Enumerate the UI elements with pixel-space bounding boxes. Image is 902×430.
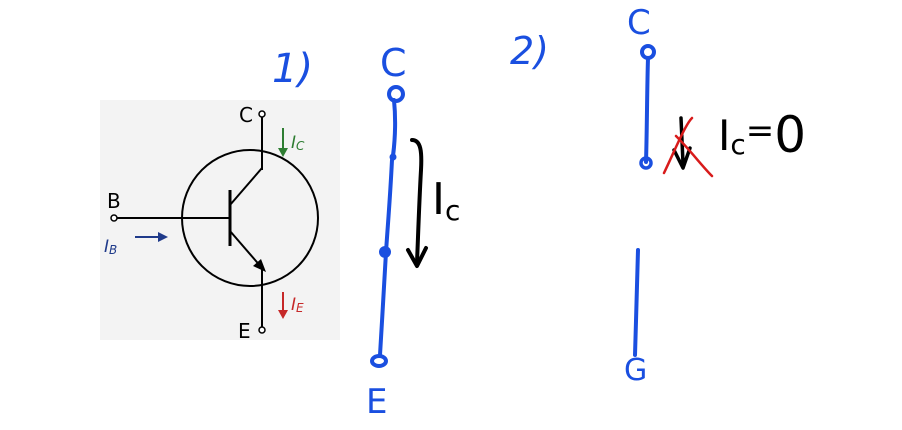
case-1-top-terminal: [387, 85, 405, 103]
ie-label: IE: [291, 295, 304, 315]
symbol-background: [100, 100, 340, 340]
case-2-upper-end-dot: [639, 156, 653, 170]
case-2-upper-conductor: [644, 56, 650, 164]
npn-transistor-symbol: C B E IC IB IE: [100, 100, 340, 343]
case-2-number: 2): [510, 29, 549, 73]
case-2-bottom-label: G: [624, 353, 647, 388]
case-2-lower-conductor: [633, 248, 640, 357]
base-terminal: [110, 214, 118, 222]
case-1-current-arrowhead: [406, 246, 428, 268]
case-2-current-label: Ic=0: [718, 106, 806, 164]
case-2-red-cross: [662, 116, 714, 178]
case-1-current-label: Ic: [432, 174, 460, 227]
emitter-diagonal: [229, 230, 263, 269]
collector-terminal: [258, 110, 266, 118]
case-1-current-arrow: [410, 138, 424, 264]
case-1-bottom-terminal: [370, 354, 388, 368]
case-1-switch-on: 1) C E Ic: [272, 41, 460, 422]
ib-label: IB: [104, 237, 117, 257]
case-1-top-label: C: [380, 41, 407, 85]
terminal-b-label: B: [107, 189, 121, 213]
case-1-mid-dot-top: [389, 153, 397, 161]
ie-arrowhead: [278, 310, 288, 319]
case-1-conductor: [378, 98, 398, 357]
emitter-terminal: [258, 326, 266, 334]
ic-label: IC: [291, 133, 305, 153]
case-1-number: 1): [272, 46, 313, 92]
ic-arrowhead: [278, 148, 288, 157]
case-2-switch-off: 2) C G Ic=0: [510, 3, 806, 388]
case-2-top-label: C: [627, 3, 651, 43]
case-1-bottom-label: E: [366, 382, 387, 422]
ib-arrowhead: [158, 232, 168, 242]
terminal-e-label: E: [238, 319, 251, 343]
collector-diagonal: [229, 167, 263, 206]
terminal-c-label: C: [239, 103, 253, 127]
case-1-mid-dot: [379, 246, 391, 258]
